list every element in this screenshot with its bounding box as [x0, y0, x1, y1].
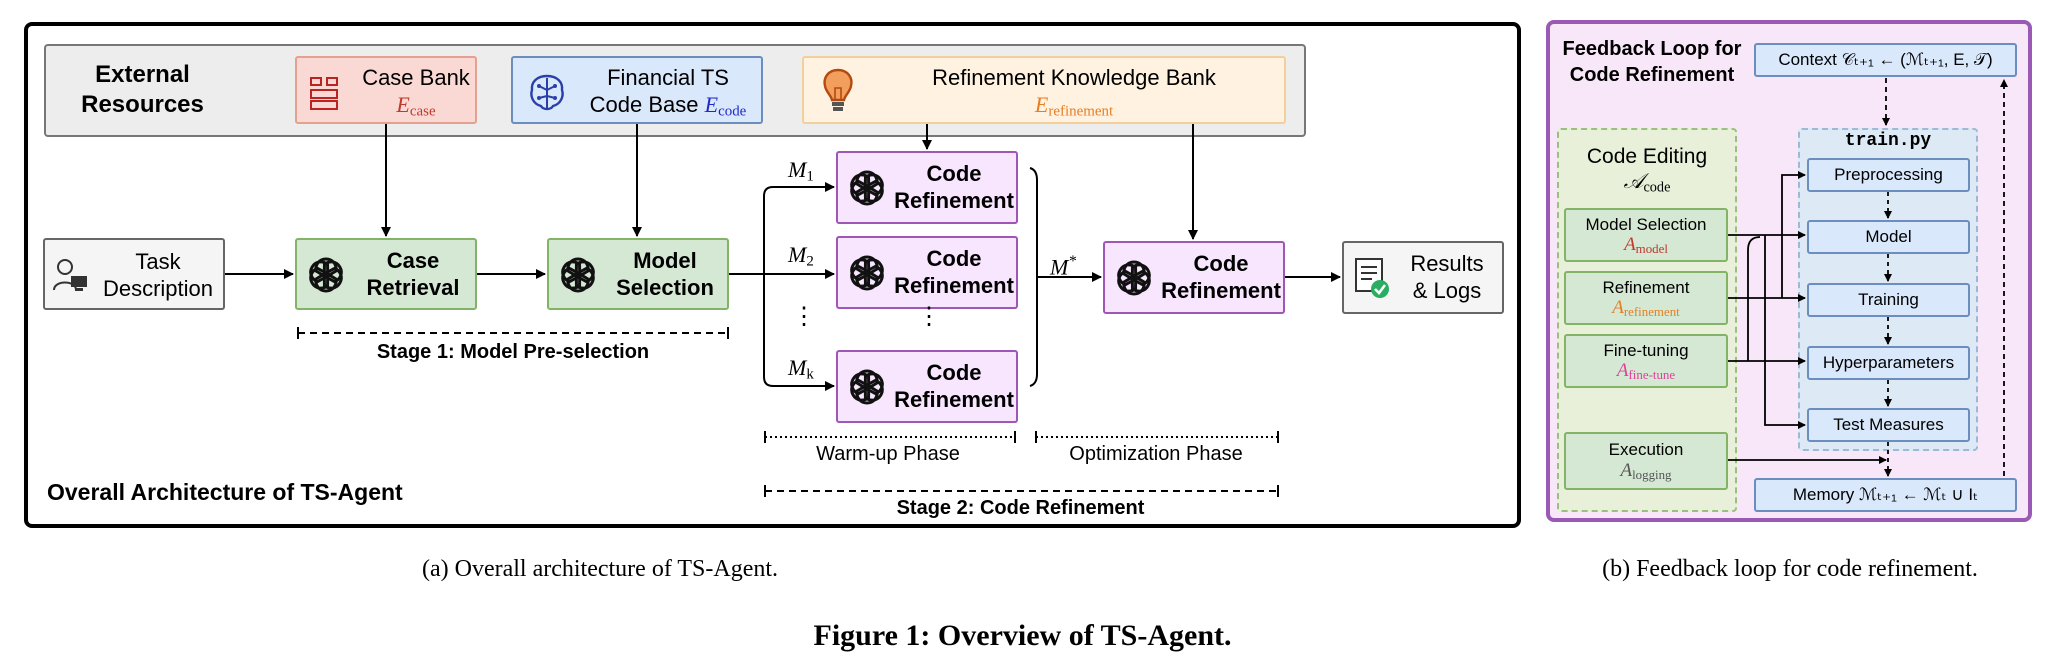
action-refinement: Refinement Arefinement: [1564, 271, 1728, 325]
code-refinement-label: Code: [926, 246, 982, 271]
m1-label: M1: [788, 157, 814, 185]
code-refinement-label: Code: [926, 360, 982, 385]
logs-label: & Logs: [1412, 278, 1482, 303]
financial-ts-box: Financial TS Code Base Ecode: [511, 56, 763, 124]
train-item-test-measures: Test Measures: [1807, 408, 1970, 442]
case-bank-box: Case Bank Ecase: [295, 56, 477, 124]
results-logs-box: Results & Logs: [1342, 241, 1504, 314]
code-refinement-k-box: Code Refinement: [836, 350, 1018, 423]
code-refinement-label: Code: [1193, 251, 1249, 276]
code-refinement-label-2: Refinement: [894, 387, 1014, 412]
code-refinement-label-2: Refinement: [894, 188, 1014, 213]
code-refinement-label-2: Refinement: [1161, 278, 1281, 303]
refinement-bank-symbol: Erefinement: [1034, 92, 1114, 120]
results-label: Results: [1410, 251, 1484, 276]
mstar-label: M*: [1050, 253, 1077, 280]
action-model-selection: Model Selection Amodel: [1564, 208, 1728, 262]
user-computer-icon: [53, 259, 87, 291]
train-item-model: Model: [1807, 220, 1970, 254]
task-label: Task: [135, 249, 181, 274]
case-bank-symbol: Ecase: [396, 92, 436, 120]
code-refinement-optimization-box: Code Refinement: [1103, 241, 1285, 314]
model-selection-label: Model: [633, 248, 697, 273]
memory-box: Memory ℳₜ₊₁ ← ℳₜ ∪ Iₜ: [1754, 478, 2017, 512]
figure-caption: Figure 1: Overview of TS-Agent.: [813, 619, 1232, 652]
case-retrieval-label: Case: [386, 248, 440, 273]
description-label: Description: [102, 276, 214, 301]
code-refinement-label: Code: [926, 161, 982, 186]
stage2-label: Stage 2: Code Refinement: [896, 497, 1145, 519]
train-item-training: Training: [1807, 283, 1970, 317]
case-bank-icon: [310, 77, 338, 110]
refinement-bank-box: Refinement Knowledge Bank Erefinement: [802, 56, 1286, 124]
m2-label: M2: [788, 242, 814, 270]
brain-circuit-icon: [530, 74, 564, 111]
train-py-label: train.py: [1844, 131, 1932, 151]
stage1-label: Stage 1: Model Pre-selection: [376, 341, 650, 363]
code-editing-label: Code Editing 𝒜code: [1586, 145, 1708, 196]
action-execution: Execution Alogging: [1564, 432, 1728, 490]
case-retrieval-box: Case Retrieval: [295, 238, 477, 310]
financial-ts-label: Financial TS: [607, 65, 729, 90]
model-selection-label-2: Selection: [616, 275, 714, 300]
train-item-preprocessing: Preprocessing: [1807, 158, 1970, 192]
action-fine-tuning: Fine-tuning Afine-tune: [1564, 334, 1728, 388]
refinement-bank-label: Refinement Knowledge Bank: [932, 65, 1216, 90]
code-refinement-2-box: Code Refinement: [836, 236, 1018, 309]
code-refinement-label-2: Refinement: [894, 273, 1014, 298]
case-bank-label: Case Bank: [362, 65, 470, 90]
architecture-panel: [24, 22, 1521, 528]
document-check-icon: [1355, 258, 1389, 298]
warmup-phase-label: Warm-up Phase: [816, 443, 960, 465]
optimization-phase-label: Optimization Phase: [1069, 443, 1243, 465]
financial-ts-code-base: Code Base Ecode: [589, 92, 747, 120]
overall-architecture-title: Overall Architecture of TS-Agent: [47, 479, 403, 505]
context-box: Context 𝒞ₜ₊₁ ← (ℳₜ₊₁, E, 𝒯): [1754, 43, 2017, 77]
mk-label: Mk: [788, 355, 814, 383]
lightbulb-icon: [823, 68, 853, 111]
train-item-hyperparameters: Hyperparameters: [1807, 346, 1970, 380]
caption-a: (a) Overall architecture of TS-Agent.: [421, 556, 779, 582]
caption-b: (b) Feedback loop for code refinement.: [1602, 556, 1978, 582]
model-selection-box: Model Selection: [547, 238, 729, 310]
external-resources-title: External Resources: [81, 61, 204, 118]
code-refinement-1-box: Code Refinement: [836, 151, 1018, 224]
task-description-box: Task Description: [43, 238, 225, 310]
case-retrieval-label-2: Retrieval: [366, 275, 460, 300]
